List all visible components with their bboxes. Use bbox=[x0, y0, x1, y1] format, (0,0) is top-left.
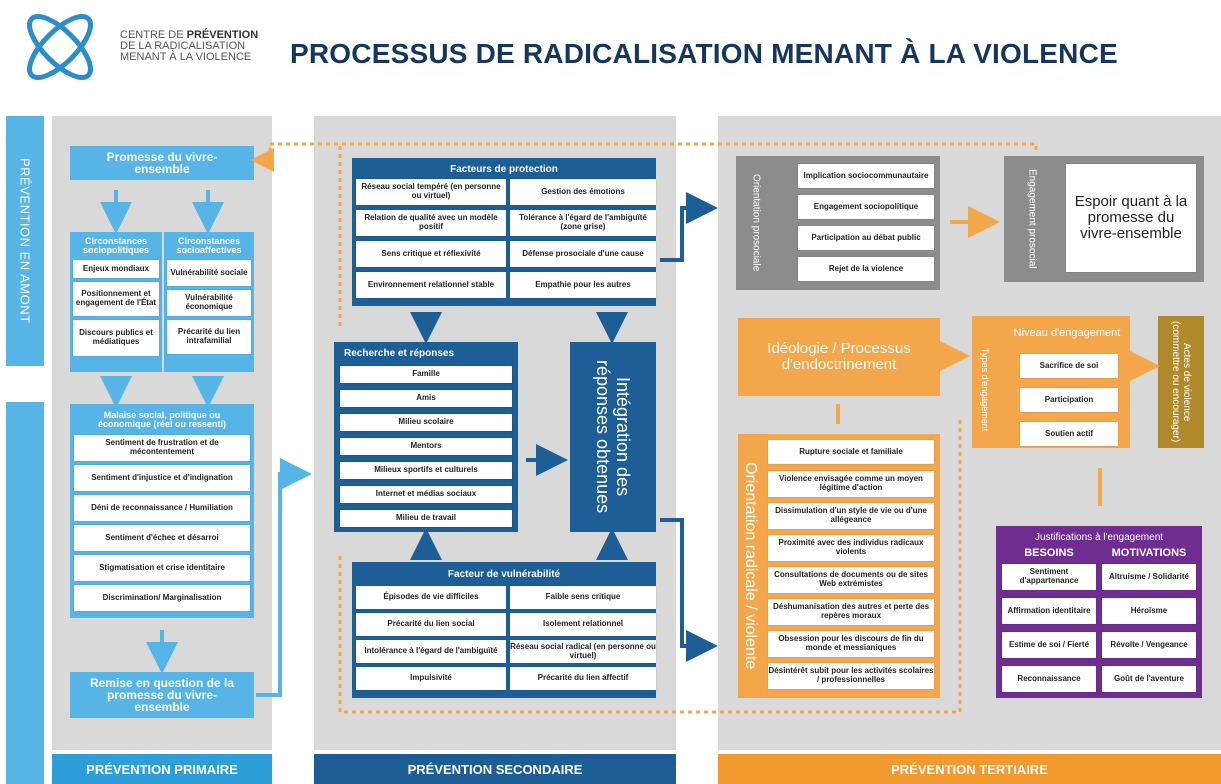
recherche-item: Famille bbox=[340, 366, 512, 383]
recherche-item: Amis bbox=[340, 390, 512, 407]
motivation-item: Goût de l'aventure bbox=[1102, 666, 1196, 692]
side-label: PRÉVENTION EN AMONT bbox=[6, 116, 44, 366]
malaise-item: Sentiment de frustration et de mécontent… bbox=[74, 435, 250, 461]
besoins-header: BESOINS bbox=[1024, 547, 1074, 559]
protection-title: Facteurs de protection bbox=[450, 163, 558, 175]
besoin-item: Reconnaissance bbox=[1002, 666, 1096, 692]
vulnerabilite-item: Épisodes de vie difficiles bbox=[356, 586, 506, 609]
vulnerabilite-item: Intolérance à l'égard de l'ambiguïté bbox=[356, 640, 506, 663]
socio-affective-item: Précarité du lien intrafamilial bbox=[167, 320, 251, 354]
radical-item: Obsession pour les discours de fin du mo… bbox=[768, 631, 934, 657]
malaise-item: Déni de reconnaissance / Humiliation bbox=[74, 495, 250, 521]
malaise-item: Sentiment d'injustice et d'indignation bbox=[74, 465, 250, 491]
protection-item: Réseau social tempéré (en personne ou vi… bbox=[356, 179, 506, 205]
recherche-item: Mentors bbox=[340, 438, 512, 455]
niveau-item: Sacrifice de soi bbox=[1020, 354, 1118, 378]
besoin-item: Affirmation identitaire bbox=[1002, 598, 1096, 624]
socio-affective-title: Circonstances socioaffectives bbox=[176, 236, 242, 255]
integration-box: Intégration des réponses obtenues bbox=[570, 342, 656, 532]
vulnerabilite-item: Précarité du lien affectif bbox=[510, 667, 656, 690]
niveau-title: Niveau d'engagement bbox=[1013, 327, 1121, 339]
socio-political-item: Positionnement et engagement de l'État bbox=[73, 282, 159, 316]
malaise-item: Discrimination/ Marginalisation bbox=[74, 585, 250, 611]
justifications-title: Justifications à l'engagement bbox=[1034, 531, 1164, 543]
prosocial-item: Rejet de la violence bbox=[798, 257, 934, 281]
radical-box: Orientation radicale / violente Rupture … bbox=[738, 434, 940, 698]
malaise-item: Sentiment d'échec et désarroi bbox=[74, 525, 250, 551]
radical-item: Rupture sociale et familiale bbox=[768, 440, 934, 464]
radical-item: Consultations de documents ou de sites W… bbox=[768, 567, 934, 593]
prosocial-item: Implication sociocommunautaire bbox=[798, 164, 934, 188]
footer-tertiaire: PRÉVENTION TERTIAIRE bbox=[718, 754, 1221, 784]
recherche-item: Internet et médias sociaux bbox=[340, 486, 512, 503]
protection-item: Tolérance à l'égard de l'ambiguïté (zone… bbox=[510, 210, 656, 236]
motivation-item: Altruisme / Solidarité bbox=[1102, 564, 1196, 590]
protection-item: Relation de qualité avec un modèle posit… bbox=[356, 210, 506, 236]
malaise-box: Malaise social, politique ou économique … bbox=[70, 404, 254, 618]
socio-affective-item: Vulnérabilité sociale bbox=[167, 260, 251, 286]
engagement-prosocial-label: Engagement prosocial bbox=[1026, 169, 1038, 269]
protection-item: Défense prosociale d'une cause bbox=[510, 241, 656, 267]
socio-political-title: Circonstances sociopolitiques bbox=[82, 236, 149, 255]
justifications-box: Justifications à l'engagement BESOINS MO… bbox=[996, 526, 1202, 698]
recherche-item: Milieu scolaire bbox=[340, 414, 512, 431]
radical-item: Violence envisagée comme un moyen légiti… bbox=[768, 471, 934, 497]
vulnerabilite-title: Facteur de vulnérabilité bbox=[447, 568, 561, 580]
niveau-item: Participation bbox=[1020, 388, 1118, 412]
side-bar-lower bbox=[6, 402, 44, 784]
socio-political-item: Discours publics et médiatiques bbox=[73, 320, 159, 356]
logo bbox=[12, 12, 108, 82]
org-name: CENTRE DE PRÉVENTION DE LA RADICALISATIO… bbox=[120, 29, 259, 63]
recherche-title: Recherche et réponses bbox=[344, 348, 455, 359]
vulnerabilite-item: Réseau social radical (en personne ou vi… bbox=[510, 640, 656, 663]
engagement-box: Types d'engagement Niveau d'engagement S… bbox=[972, 316, 1130, 448]
niveau-item: Soutien actif bbox=[1020, 422, 1118, 446]
actes-box: Actes de violence (commettre ou encourag… bbox=[1158, 316, 1204, 448]
promise-box: Promesse du vivre-ensemble bbox=[70, 146, 254, 180]
socio-political-item: Enjeux mondiaux bbox=[73, 260, 159, 278]
radical-label: Orientation radicale / violente bbox=[742, 462, 759, 670]
radical-item: Déshumanisation des autres et perte des … bbox=[768, 599, 934, 625]
besoin-item: Sentiment d'appartenance bbox=[1002, 564, 1096, 590]
recherche-item: Milieux sportifs et culturels bbox=[340, 462, 512, 479]
vulnerabilite-item: Isolement relationnel bbox=[510, 613, 656, 636]
protection-item: Sens critique et réflexivité bbox=[356, 241, 506, 267]
vulnerabilite-item: Impulsivité bbox=[356, 667, 506, 690]
recherche-box: Recherche et réponses Famille Amis Milie… bbox=[334, 342, 518, 532]
remise-box: Remise en question de la promesse du viv… bbox=[70, 672, 254, 718]
motivations-header: MOTIVATIONS bbox=[1111, 547, 1187, 559]
vulnerabilite-item: Faible sens critique bbox=[510, 586, 656, 609]
footer-secondaire: PRÉVENTION SECONDAIRE bbox=[314, 754, 676, 784]
protection-item: Environnement relationnel stable bbox=[356, 272, 506, 298]
radical-item: Désintérêt subit pour les activités scol… bbox=[768, 663, 934, 689]
espoir-box: Espoir quant à la promesse du vivre-ense… bbox=[1066, 164, 1196, 272]
page-title: PROCESSUS DE RADICALISATION MENANT À LA … bbox=[290, 38, 1118, 69]
socio-affective-item: Vulnérabilité économique bbox=[167, 290, 251, 316]
protection-item: Gestion des émotions bbox=[510, 179, 656, 205]
radical-item: Dissimulation d'un style de vie ou d'une… bbox=[768, 503, 934, 529]
recherche-item: Milieu de travail bbox=[340, 510, 512, 527]
types-label: Types d'engagement bbox=[980, 348, 990, 432]
motivation-item: Révolte / Vengeance bbox=[1102, 632, 1196, 658]
socio-political-box: Circonstances sociopolitiques Enjeux mon… bbox=[70, 232, 162, 372]
socio-affective-box: Circonstances socioaffectives Vulnérabil… bbox=[164, 232, 254, 372]
malaise-title: Malaise social, politique ou économique … bbox=[97, 410, 227, 429]
prosocial-item: Participation au débat public bbox=[798, 226, 934, 250]
vulnerabilite-box: Facteur de vulnérabilité Épisodes de vie… bbox=[352, 562, 656, 698]
prosocial-item: Engagement sociopolitique bbox=[798, 195, 934, 219]
vulnerabilite-item: Précarité du lien social bbox=[356, 613, 506, 636]
besoin-item: Estime de soi / Fierté bbox=[1002, 632, 1096, 658]
radical-item: Proximité avec des individus radicaux vi… bbox=[768, 535, 934, 561]
prosocial-box: Orientation prosociale Implication socio… bbox=[736, 156, 940, 290]
protection-box: Facteurs de protection Réseau social tem… bbox=[352, 158, 656, 306]
motivation-item: Héroïsme bbox=[1102, 598, 1196, 624]
prosocial-label: Orientation prosociale bbox=[750, 174, 762, 272]
engagement-prosocial-box: Engagement prosocial Espoir quant à la p… bbox=[1004, 156, 1204, 282]
protection-item: Empathie pour les autres bbox=[510, 272, 656, 298]
ideologie-box: Idéologie / Processus d'endoctrinement bbox=[738, 318, 940, 396]
malaise-item: Stigmatisation et crise identitaire bbox=[74, 555, 250, 581]
logo-knot-icon bbox=[27, 14, 93, 80]
footer-primaire: PRÉVENTION PRIMAIRE bbox=[52, 754, 272, 784]
